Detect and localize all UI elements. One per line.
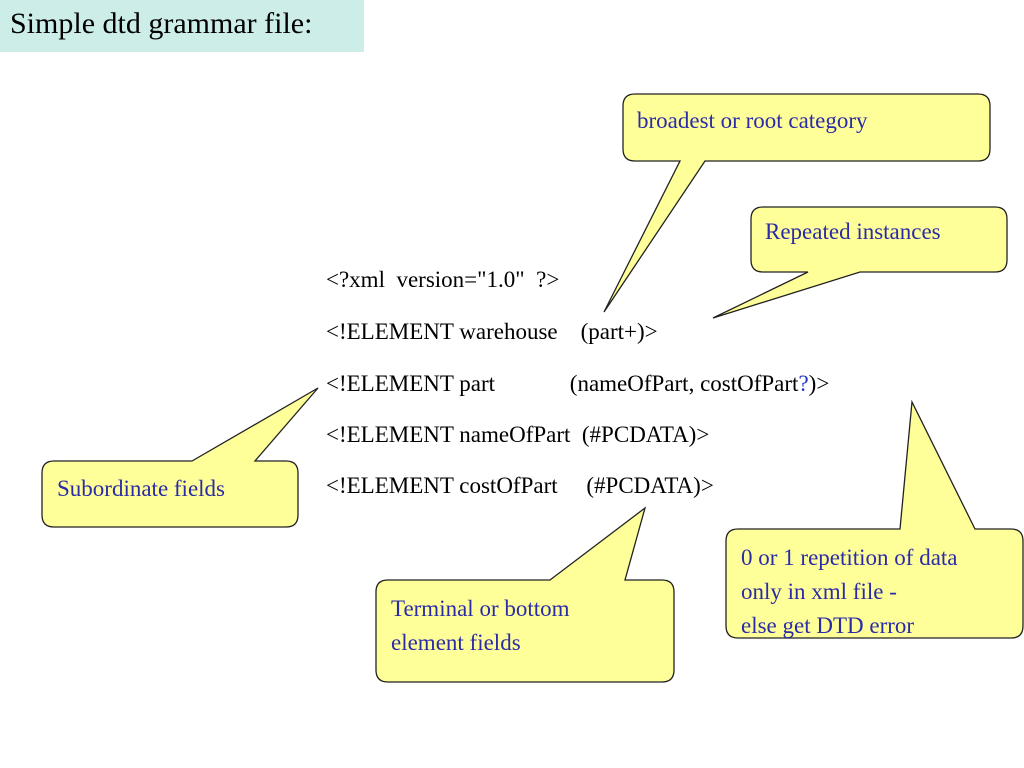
callout-subordinate-text: Subordinate fields [57,476,225,501]
callout-repeated-text: Repeated instances [765,219,941,244]
slide-title: Simple dtd grammar file: [10,7,313,40]
callout-optional-text: 0 or 1 repetition of data only in xml fi… [741,545,958,638]
code-line-xml-decl: <?xml version="1.0" ?> [326,267,560,292]
callout-optional-shape [725,399,1024,639]
callout-terminal-shape [375,506,675,683]
callout-root-text: broadest or root category [637,108,868,133]
callout-root-shape [603,93,991,313]
code-line-costofpart: <!ELEMENT costOfPart (#PCDATA)> [326,473,714,498]
code-line-nameofpart: <!ELEMENT nameOfPart (#PCDATA)> [326,422,710,447]
optional-marker: ? [798,371,809,396]
code-line-warehouse: <!ELEMENT warehouse (part+)> [326,319,658,344]
code-line-part-end: )> [808,371,830,396]
code-line-part: <!ELEMENT part (nameOfPart, costOfPart?)… [326,372,829,395]
callout-repeated-shape [712,206,1008,319]
callout-terminal-text: Terminal or bottom element fields [391,596,570,655]
code-line-part-main: <!ELEMENT part (nameOfPart, costOfPart [326,371,799,396]
callout-subordinate-shape [41,387,319,528]
title-banner: Simple dtd grammar file: [0,0,364,52]
